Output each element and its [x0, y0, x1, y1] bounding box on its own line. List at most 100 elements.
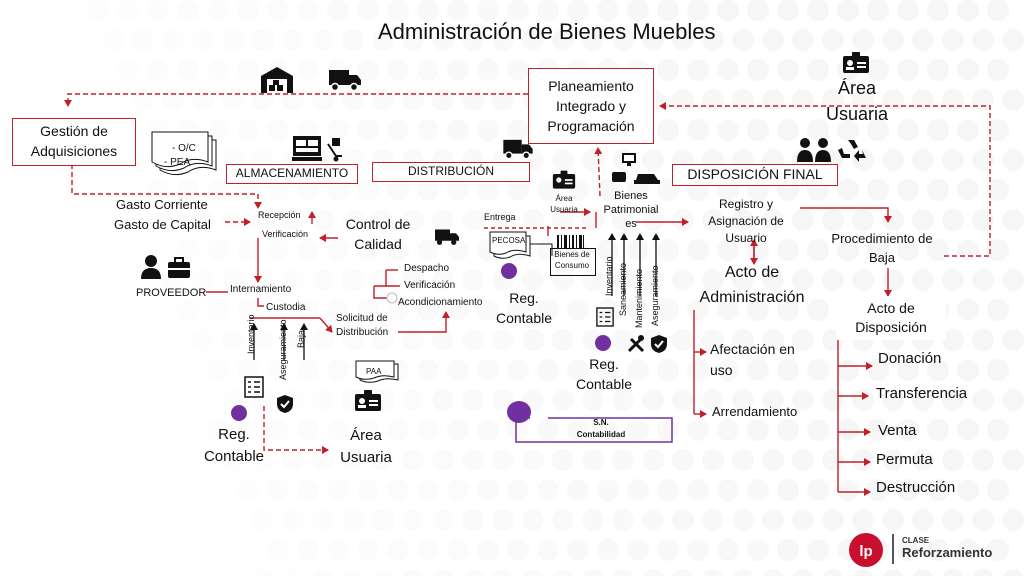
gestion-line-2: Adquisiciones: [30, 143, 118, 159]
bp-inventario-label: Inventario: [604, 256, 614, 296]
watermark-dot: [462, 449, 484, 471]
watermark-dot: [252, 569, 274, 576]
watermark-dot: [492, 509, 514, 531]
custodia-aseguramiento-label: Aseguramiento: [278, 319, 288, 380]
area-usuaria-small-line-1: Área: [555, 194, 573, 203]
watermark-dot: [222, 449, 244, 471]
watermark-dot: [972, 389, 994, 411]
watermark-dot: [162, 209, 184, 231]
watermark-dot: [432, 449, 454, 471]
watermark-dot: [192, 29, 214, 51]
watermark-dot: [372, 509, 394, 531]
watermark-dot: [702, 329, 724, 351]
watermark-dot: [1002, 329, 1024, 351]
watermark-dot: [207, 59, 229, 81]
watermark-dot: [267, 479, 289, 501]
afectacion-line-1: Afectación en: [710, 341, 795, 357]
watermark-dot: [447, 419, 469, 441]
watermark-dot: [477, 59, 499, 81]
bp-aseguramiento-label: Aseguramiento: [650, 265, 660, 326]
watermark-dot: [507, 299, 529, 321]
watermark-dot: [927, 419, 949, 441]
watermark-dot: [432, 569, 454, 576]
watermark-dot: [687, 59, 709, 81]
watermark-dot: [657, 419, 679, 441]
watermark-dot: [252, 449, 274, 471]
disposicion-final-box: [672, 164, 838, 186]
watermark-dot: [897, 59, 919, 81]
watermark-dot: [252, 509, 274, 531]
watermark-dot: [237, 479, 259, 501]
watermark-dot: [327, 239, 349, 261]
registro-line-2: Asignación de: [708, 214, 784, 228]
watermark-dot: [702, 569, 724, 576]
watermark-dot: [927, 119, 949, 141]
watermark-dot: [357, 0, 379, 21]
watermark-dot: [537, 419, 559, 441]
watermark-dot: [222, 29, 244, 51]
watermark-dot: [327, 359, 349, 381]
watermark-dot: [612, 569, 634, 576]
reg-contable-2-line-1: Reg.: [589, 356, 619, 372]
watermark-dot: [942, 209, 964, 231]
watermark-dot: [822, 29, 844, 51]
watermark-dot: [942, 269, 964, 291]
watermark-dot: [477, 119, 499, 141]
watermark-dot: [612, 209, 634, 231]
watermark-dot: [732, 209, 754, 231]
watermark-dot: [837, 239, 859, 261]
watermark-dot: [522, 269, 544, 291]
watermark-dot: [852, 509, 874, 531]
watermark-dot: [117, 0, 139, 21]
watermark-dot: [807, 359, 829, 381]
watermark-dot: [807, 59, 829, 81]
watermark-dot: [882, 569, 904, 576]
pallet-icon: [292, 136, 342, 162]
watermark-dot: [672, 569, 694, 576]
watermark-dot: [927, 239, 949, 261]
pecosa-document-icon: [489, 231, 531, 259]
watermark-dot: [822, 569, 844, 576]
watermark-dot: [747, 0, 769, 21]
watermark-dot: [372, 329, 394, 351]
watermark-dot: [627, 239, 649, 261]
custodia-label: Custodia: [266, 302, 306, 313]
watermark-dot: [687, 479, 709, 501]
watermark-dot: [462, 269, 484, 291]
watermark-dot: [957, 0, 979, 21]
watermark-dot: [927, 59, 949, 81]
watermark-dot: [792, 569, 814, 576]
watermark-dot: [222, 269, 244, 291]
watermark-dot: [1002, 29, 1024, 51]
area-usuaria-small-line-2: Usuaria: [550, 205, 578, 214]
watermark-dot: [852, 269, 874, 291]
watermark-dot: [267, 539, 289, 561]
watermark-dot: [702, 389, 724, 411]
watermark-dot: [702, 509, 724, 531]
watermark-dot: [672, 509, 694, 531]
gasto-capital-label: Gasto de Capital: [114, 217, 211, 232]
watermark-dot: [387, 539, 409, 561]
watermark-dot: [882, 389, 904, 411]
acto-disposicion-line-2: Disposición: [855, 319, 927, 335]
watermark-dot: [237, 59, 259, 81]
watermark-dot: [717, 479, 739, 501]
watermark-dot: [792, 389, 814, 411]
watermark-dot: [822, 269, 844, 291]
watermark-dot: [567, 419, 589, 441]
watermark-dot: [642, 509, 664, 531]
arrendamiento-label: Arrendamiento: [712, 404, 798, 419]
watermark-dot: [867, 419, 889, 441]
watermark-dot: [957, 539, 979, 561]
sn-label: S.N.: [593, 418, 609, 427]
watermark-dot: [912, 29, 934, 51]
brand-logo-mark: lp: [849, 533, 883, 567]
watermark-dot: [792, 269, 814, 291]
watermark-dot: [837, 179, 859, 201]
watermark-dot: [237, 299, 259, 321]
watermark-dot: [897, 419, 919, 441]
watermark-dot: [777, 419, 799, 441]
assets-icons: [612, 153, 660, 184]
reg-contable-1-line-2: Contable: [495, 310, 553, 326]
paa-document-icon: [355, 360, 399, 383]
